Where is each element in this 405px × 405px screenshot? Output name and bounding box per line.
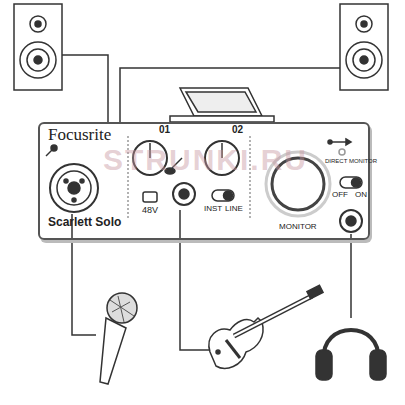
phantom-label: 48V [142,206,158,216]
model-name: Scarlett Solo [48,216,121,229]
inst-line-switch [212,190,234,201]
laptop [170,88,274,122]
interface-panel: FocusriteScarlett Solo [38,122,370,240]
phantom-button [143,192,157,202]
headphone-cable [350,234,352,318]
channel-number: 02 [232,124,243,135]
channel-number: 01 [159,124,170,135]
switch-label: ON [355,191,367,200]
knob-label: MONITOR [279,223,317,232]
switch-label: DIRECT MONITOR [325,158,377,165]
watermark: STRUNKI.RU [103,143,308,176]
speaker [14,4,62,90]
guitar-cable [180,210,210,350]
mic-cable [72,214,96,335]
headphones [316,330,386,380]
instrument-jack [173,183,195,205]
headphone-jack [340,210,362,232]
mic-icon [46,145,57,156]
switch-label: LINE [225,205,243,214]
direct-monitor-switch [340,177,362,188]
switch-label: OFF [332,191,348,200]
switch-label: INST [204,205,222,214]
microphone [100,293,137,384]
electric-guitar [209,285,323,368]
brand-name: Focusrite [48,126,111,145]
speaker-cable [120,68,340,124]
combo-xlr-jack [50,164,98,212]
speaker [340,4,388,90]
usb-icon [328,139,351,155]
speaker-cable [62,55,108,124]
